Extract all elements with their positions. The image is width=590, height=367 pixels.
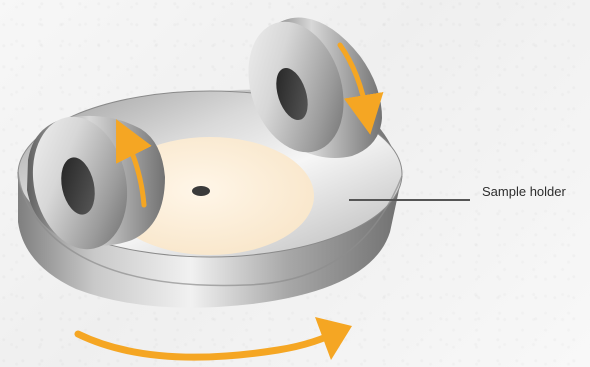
rotation-arrow [78, 317, 352, 360]
sample-holder-label: Sample holder [482, 184, 566, 200]
